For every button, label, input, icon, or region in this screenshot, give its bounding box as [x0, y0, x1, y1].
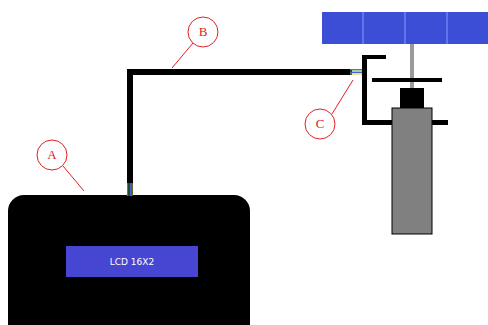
callout-letter: C	[305, 109, 335, 139]
solar-panel	[322, 12, 488, 44]
callout-letter: A	[37, 140, 67, 170]
wire-ends	[128, 70, 363, 197]
callouts	[37, 17, 353, 191]
callout-letter: B	[188, 17, 218, 47]
housing	[8, 195, 250, 325]
motor-body	[392, 108, 432, 234]
display-label: LCD 16X2	[110, 257, 154, 267]
cable	[130, 72, 352, 197]
motor	[400, 88, 424, 108]
lcd-display: LCD 16X2	[66, 246, 198, 277]
